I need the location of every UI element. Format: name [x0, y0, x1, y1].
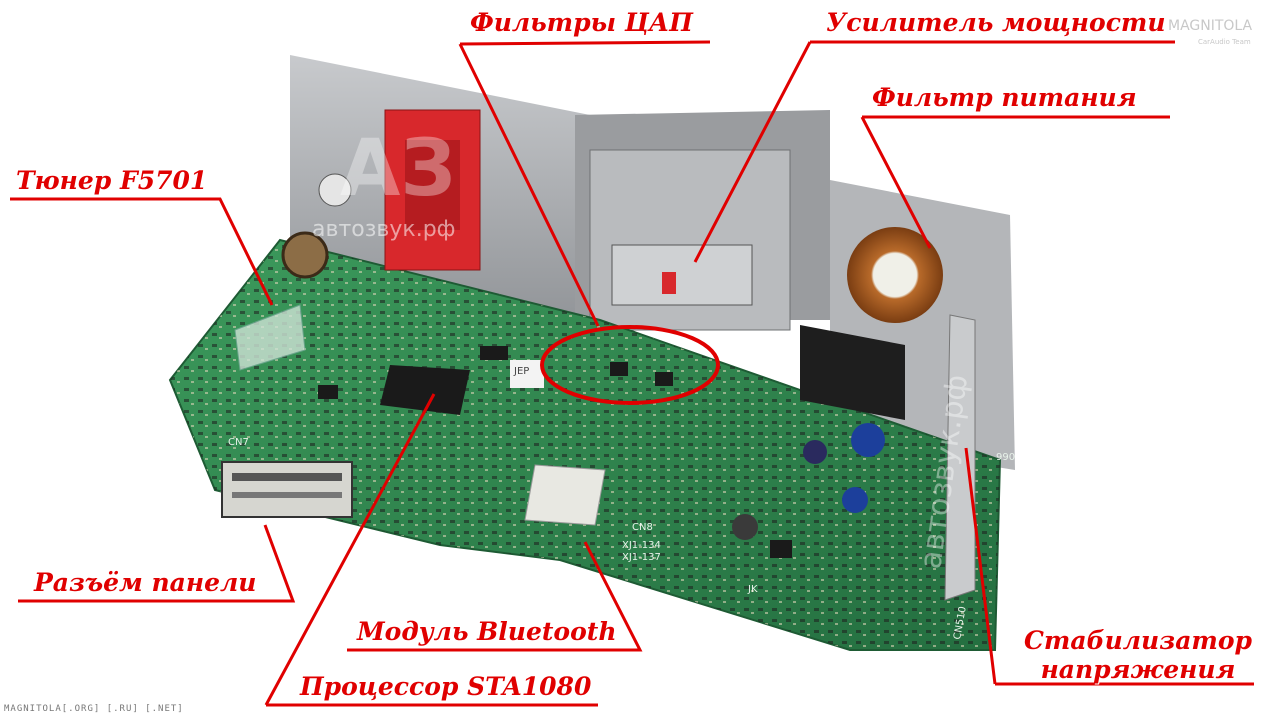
mark-cn7: CN7 [228, 437, 249, 448]
power-filter-coil [847, 227, 943, 323]
chip [480, 346, 508, 360]
processor-leader [264, 393, 598, 707]
capacitor [732, 514, 758, 540]
watermark-site: автозвук.рф [312, 217, 455, 242]
mark-code2: XJ1-137 [622, 552, 661, 563]
capacitor [842, 487, 868, 513]
bluetooth-module [524, 464, 606, 526]
label-processor: Процессор STA1080 [300, 672, 592, 701]
mark-jk: JK [747, 584, 758, 595]
power-filter-leader [860, 115, 1170, 249]
watermark-logo: АЗ [340, 124, 456, 214]
label-panel-connector: Разъём панели [34, 568, 257, 597]
pcb-components [170, 240, 1000, 650]
antenna-connector [281, 231, 329, 279]
processor-chip [380, 365, 470, 415]
tuner-leader [10, 197, 274, 306]
chip [770, 540, 792, 558]
label-stabilizer-line1: Стабилизатор [1023, 626, 1252, 655]
label-power-amp: Усилитель мощности [826, 8, 1166, 37]
capacitor [851, 423, 885, 457]
label-stabilizer: Стабилизатор напряжения [1018, 626, 1258, 685]
mark-jep: JEP [513, 366, 529, 377]
amp-bracket-window [611, 244, 753, 306]
label-stabilizer-line2: напряжения [1040, 654, 1236, 684]
jep-label [510, 360, 544, 388]
stabilizer-bracket [944, 314, 976, 601]
panel-connector-leader [18, 524, 296, 603]
dac-filters-leader [458, 40, 711, 327]
tuner-shield [234, 304, 306, 371]
watermark-corner-brand: MAGNITOLA [1168, 18, 1253, 34]
panel-connector [221, 461, 353, 518]
mark-code1: XJ1-134 [622, 540, 661, 551]
chip [655, 372, 673, 386]
red-connector-slot [405, 140, 460, 230]
label-dac-filters: Фильтры ЦАП [470, 8, 693, 37]
label-power-filter: Фильтр питания [872, 83, 1137, 112]
capacitor [803, 440, 827, 464]
stabilizer-leader [964, 447, 1254, 686]
antenna-connector-ring [318, 173, 352, 207]
power-amp-leader [693, 40, 1175, 263]
watermark-corner-team: CarAudio Team [1198, 38, 1251, 46]
label-tuner: Тюнер F5701 [16, 166, 208, 195]
bluetooth-leader [347, 541, 643, 652]
dac-filters-highlight [540, 325, 720, 405]
amp-red-mark [662, 272, 676, 294]
footer-watermark: MAGNITOLA[.ORG] [.RU] [.NET] [4, 704, 184, 714]
chip [318, 385, 338, 399]
label-bluetooth: Модуль Bluetooth [357, 617, 617, 646]
panel-connector-pins [232, 473, 342, 498]
heatsink [800, 325, 905, 420]
chip [610, 362, 628, 376]
mark-cn8: CN8 [632, 522, 653, 533]
mark-990: 990 [996, 452, 1015, 463]
